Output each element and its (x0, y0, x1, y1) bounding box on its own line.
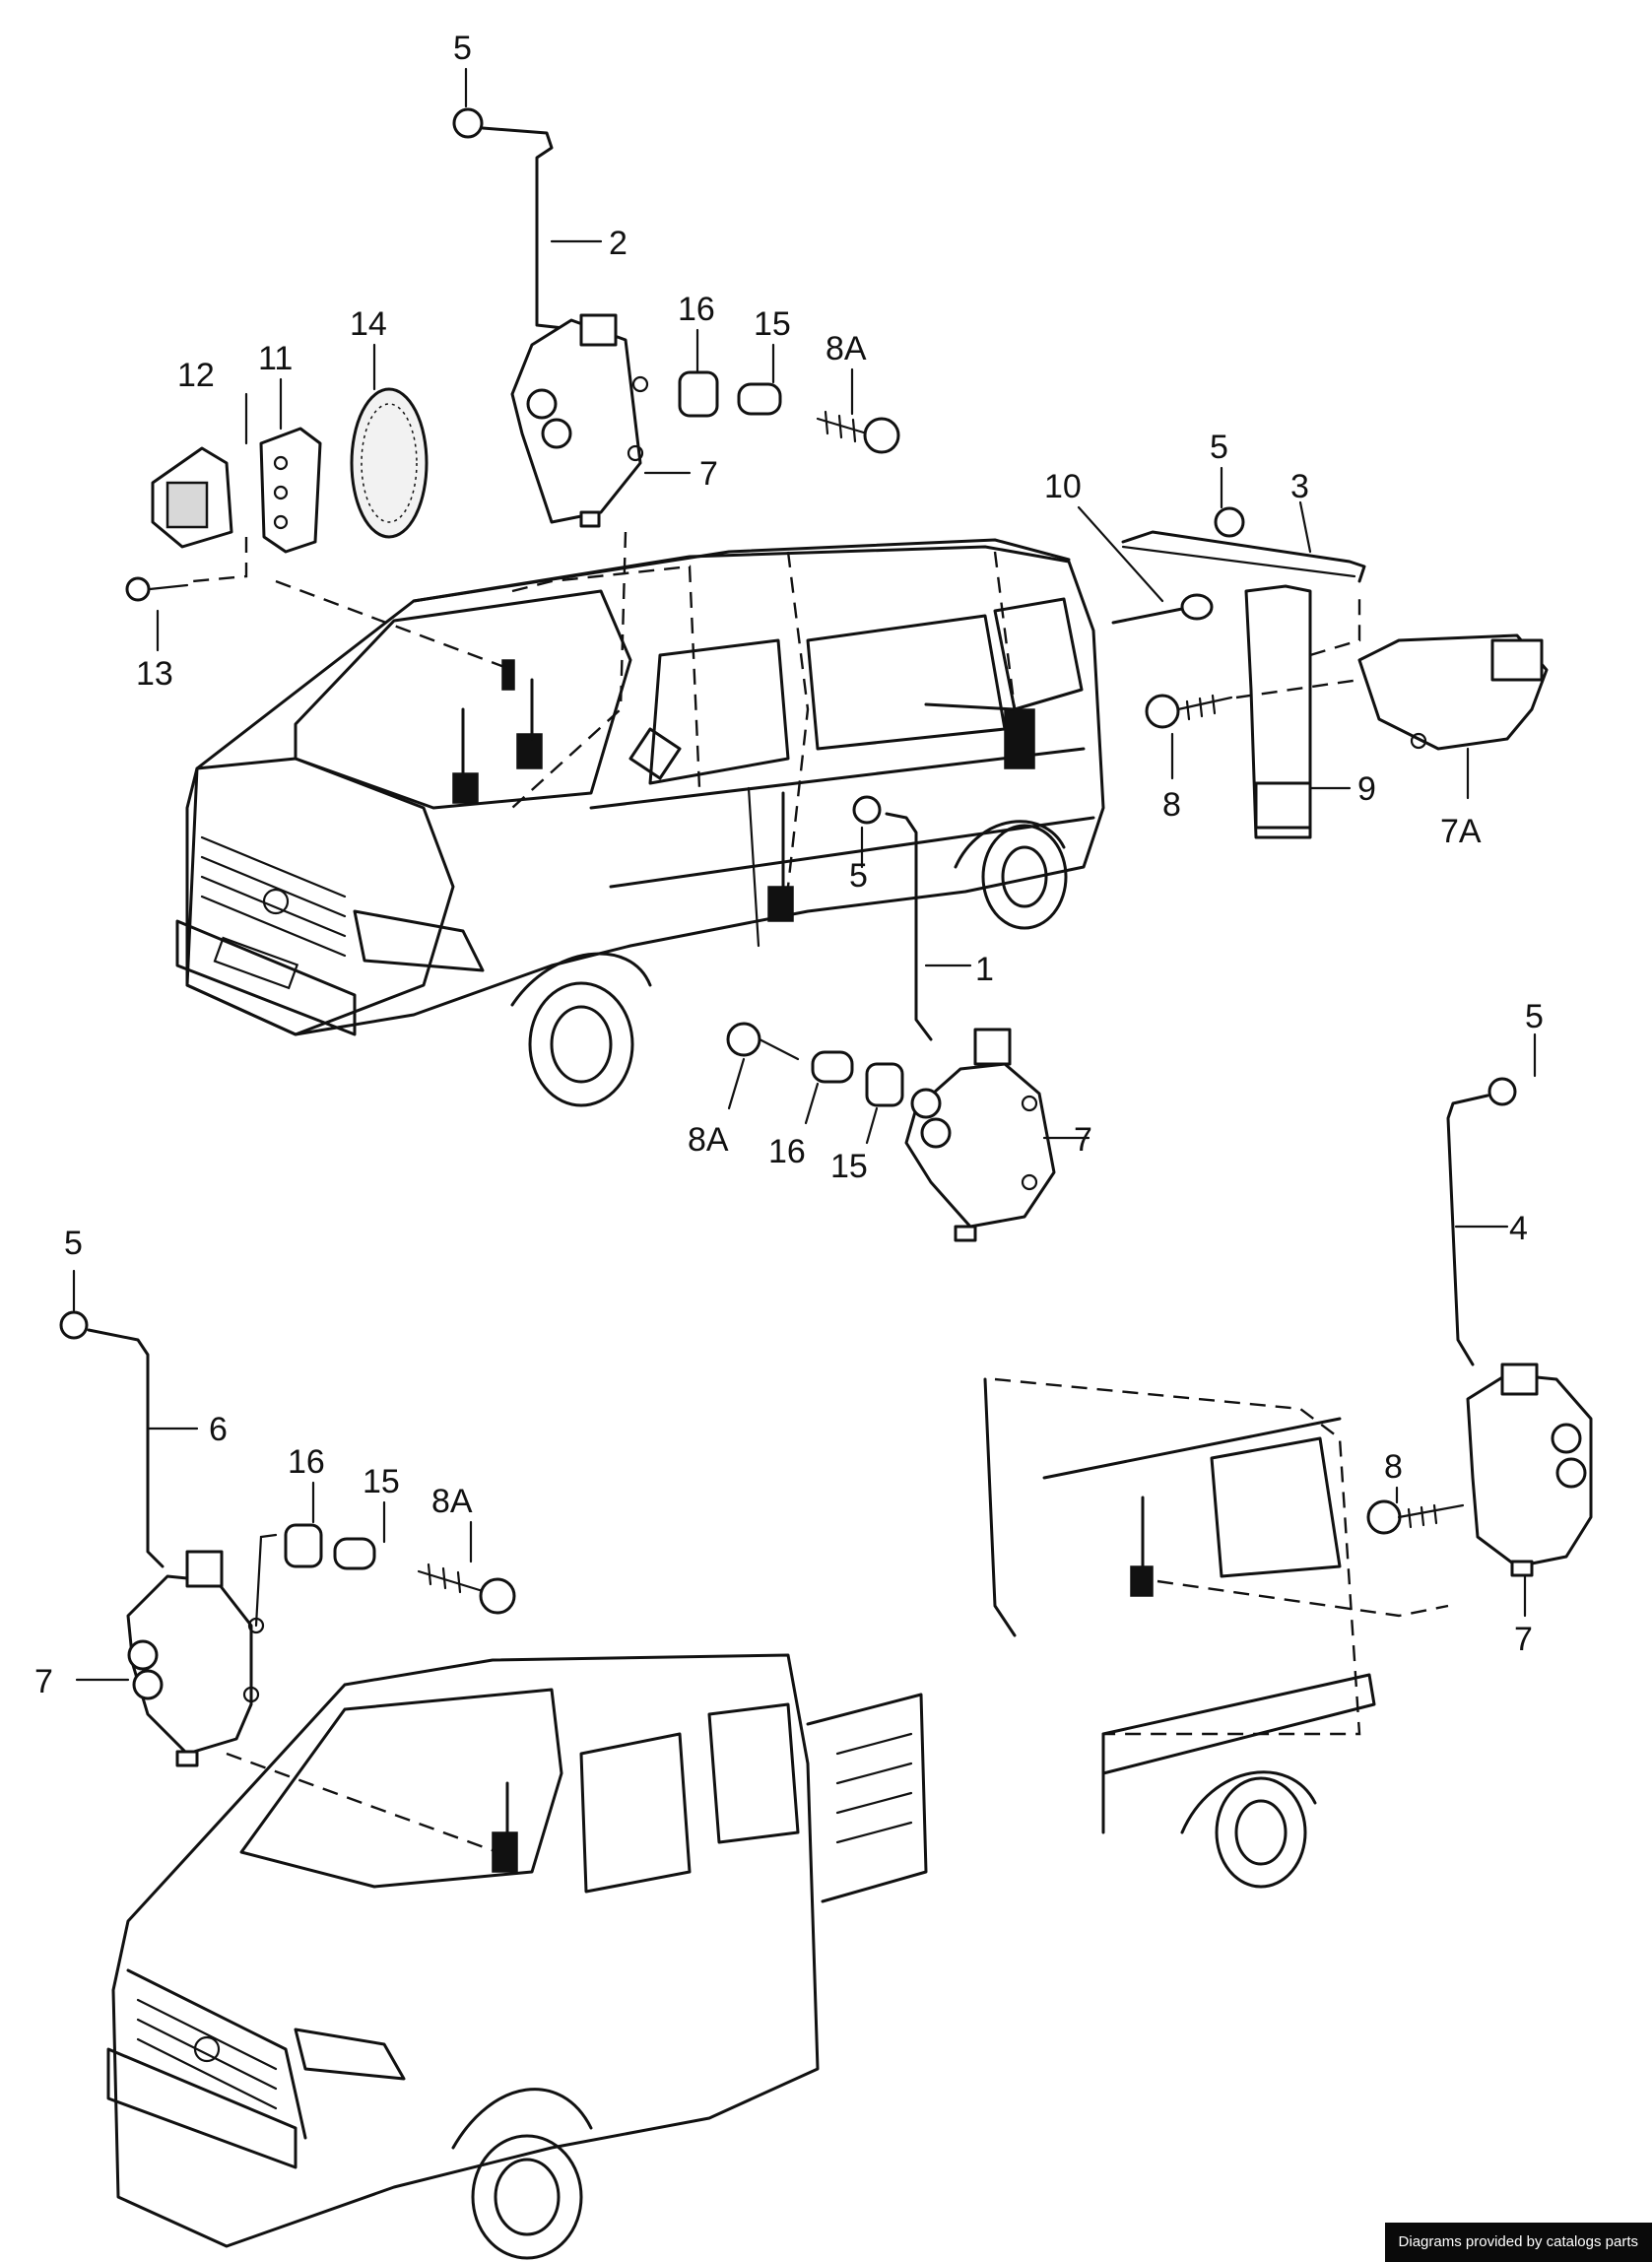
callout-7: 7 (699, 455, 718, 493)
callout-8: 8 (1384, 1448, 1403, 1486)
callout-12: 12 (177, 357, 215, 394)
callout-7A: 7A (1440, 813, 1482, 850)
callout-8A: 8A (431, 1483, 473, 1520)
callout-labels: 5 2 16 15 8A 7 14 11 12 13 10 5 3 8 9 7A… (34, 30, 1544, 1700)
callout-10: 10 (1044, 468, 1082, 505)
callout-9: 9 (1357, 770, 1376, 808)
callout-5: 5 (453, 30, 472, 67)
callout-3: 3 (1290, 468, 1309, 505)
callout-11: 11 (258, 340, 293, 377)
callout-15: 15 (363, 1463, 400, 1500)
callout-7: 7 (34, 1663, 53, 1700)
parts-group-top-right (1111, 506, 1549, 839)
callout-5: 5 (64, 1225, 83, 1262)
callout-4: 4 (1509, 1210, 1528, 1247)
callout-15: 15 (754, 305, 791, 343)
callout-8A: 8A (688, 1121, 729, 1159)
callout-16: 16 (768, 1133, 806, 1170)
leader-lines (72, 67, 1537, 1682)
credit-banner: Diagrams provided by catalogs parts (1384, 2223, 1652, 2262)
pickup-illustration (59, 1310, 928, 2260)
actuator-middle (726, 795, 1056, 1242)
callout-7: 7 (1514, 1621, 1533, 1658)
callout-8A: 8A (826, 330, 867, 367)
van-rear-illustration (983, 1077, 1593, 1889)
callout-16: 16 (288, 1443, 325, 1481)
van-bus-illustration (175, 538, 1105, 1107)
callout-14: 14 (350, 305, 387, 343)
callout-13: 13 (136, 655, 173, 693)
callout-6: 6 (209, 1411, 228, 1448)
callout-2: 2 (609, 225, 628, 262)
callout-16: 16 (678, 291, 715, 328)
callout-5: 5 (1210, 429, 1228, 466)
callout-7: 7 (1074, 1121, 1092, 1159)
callout-5: 5 (849, 857, 868, 895)
callout-1: 1 (975, 951, 994, 988)
callout-15: 15 (830, 1148, 868, 1185)
callout-8: 8 (1162, 786, 1181, 824)
callout-5: 5 (1525, 998, 1544, 1035)
parts-group-top-left (125, 387, 513, 672)
actuator-top-center (452, 107, 900, 809)
